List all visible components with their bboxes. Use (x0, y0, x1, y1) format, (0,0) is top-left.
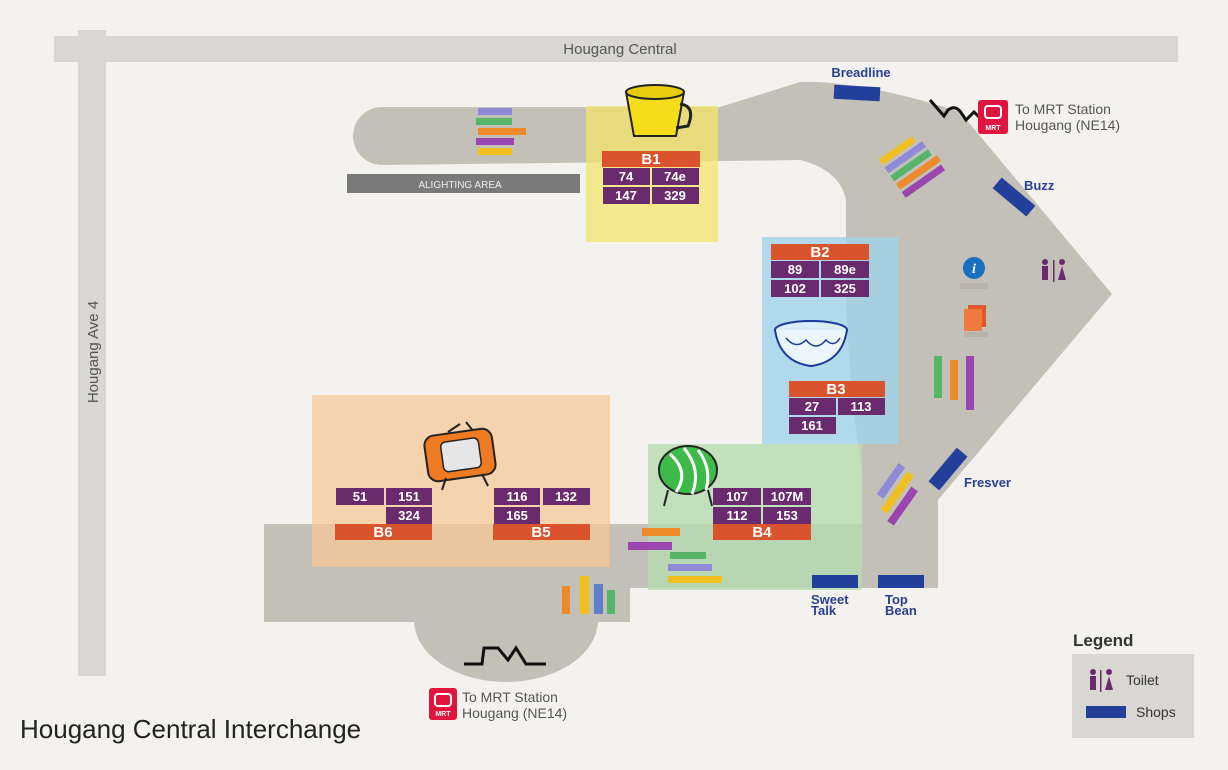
legend-label-shops: Shops (1136, 704, 1176, 720)
service-number: 113 (851, 399, 872, 414)
shop-label-buzz: Buzz (1024, 178, 1055, 193)
service-number: 153 (776, 508, 798, 523)
shop-fresver (928, 447, 968, 491)
berth-b1-label: B1 (641, 151, 660, 168)
service-number: 329 (664, 188, 686, 203)
toilet-icon (1042, 259, 1066, 282)
service-number: 102 (784, 281, 806, 296)
service-number: 51 (353, 489, 367, 504)
road-hougang-ave-4 (78, 30, 106, 676)
berth-b3: B3 27 113 161 (789, 381, 885, 434)
mrt-exit-line1: To MRT Station (1015, 101, 1111, 117)
mrt-icon: MRT (978, 100, 1008, 134)
service-number: 74 (619, 169, 634, 184)
road-label-west: Hougang Ave 4 (85, 301, 102, 403)
berth-b6-label: B6 (373, 524, 392, 541)
legend-row-shops: Shops (1086, 704, 1176, 720)
service-number: 107M (771, 489, 804, 504)
road-label-north: Hougang Central (563, 41, 676, 58)
service-number: 325 (834, 281, 856, 296)
tv-icon (423, 421, 497, 491)
service-number: 151 (398, 489, 420, 504)
station-entrance-icon (928, 99, 988, 126)
service-number: 107 (726, 489, 748, 504)
shop-label-sweet-talk-2: Talk (811, 603, 837, 618)
berth-b2-label: B2 (810, 244, 829, 261)
alighting-area-label: ALIGHTING AREA (418, 180, 502, 191)
shop-label-breadline: Breadline (831, 65, 890, 80)
berth-b4-label: B4 (752, 524, 772, 541)
berth-b3-label: B3 (826, 381, 845, 398)
shop-sweet-talk (812, 575, 858, 588)
shop-label-top-bean-1: Top (885, 592, 908, 607)
zone-b5-b6 (312, 395, 610, 567)
bowl-icon (774, 320, 848, 368)
shop-label-fresver: Fresver (964, 475, 1011, 490)
service-number: 147 (615, 188, 637, 203)
service-number: 27 (805, 399, 819, 414)
mrt-exit-line1: To MRT Station (462, 689, 558, 705)
berth-b5-label: B5 (531, 524, 550, 541)
page-title: Hougang Central Interchange (20, 714, 362, 744)
shop-top-bean (878, 575, 924, 588)
shop-breadline (833, 84, 881, 102)
service-number: 116 (507, 489, 528, 504)
berth-b2: B2 89 89e 102 325 (771, 244, 869, 297)
svg-text:MRT: MRT (985, 125, 1001, 132)
shop-label-sweet-talk-1: Sweet (811, 592, 849, 607)
service-number: 165 (506, 508, 528, 523)
toilet-icon (1090, 669, 1113, 692)
shop-buzz (992, 177, 1036, 217)
mrt-icon: MRT (429, 688, 457, 720)
ticket-office-icon (964, 305, 988, 337)
service-number: 324 (398, 508, 420, 523)
shop-swatch (1086, 706, 1126, 718)
legend-row-toilet: Toilet (1086, 668, 1159, 692)
legend-title: Legend (1073, 631, 1134, 650)
mug-icon (624, 84, 693, 137)
service-number: 89e (834, 262, 856, 277)
service-number: 161 (801, 418, 823, 433)
passenger-service-office-caption (960, 283, 988, 289)
shop-label-top-bean-2: Bean (885, 603, 917, 618)
alighting-area (347, 174, 580, 193)
berth-b1: B1 74 74e 147 329 (602, 151, 700, 204)
stool-icon (658, 445, 718, 507)
service-number: 132 (555, 489, 577, 504)
mrt-exit-line2: Hougang (NE14) (462, 705, 567, 721)
station-entrance-icon (464, 645, 546, 666)
legend: Toilet Shops (1072, 654, 1194, 738)
road-hougang-central (54, 36, 1178, 62)
service-number: 74e (664, 169, 686, 184)
berth-b5: 116 132 165 B5 (493, 488, 590, 541)
svg-text:i: i (972, 262, 976, 277)
svg-text:MRT: MRT (435, 711, 451, 718)
mrt-exit-line2: Hougang (NE14) (1015, 117, 1120, 133)
service-number: 112 (727, 508, 748, 523)
info-icon: i (963, 257, 985, 279)
berth-b4: 107 107M 112 153 B4 (713, 488, 811, 541)
berth-b6: 51 151 324 B6 (335, 488, 432, 541)
direction-arrows-icon (476, 108, 974, 614)
service-number: 89 (788, 262, 802, 277)
legend-label-toilet: Toilet (1126, 672, 1159, 688)
